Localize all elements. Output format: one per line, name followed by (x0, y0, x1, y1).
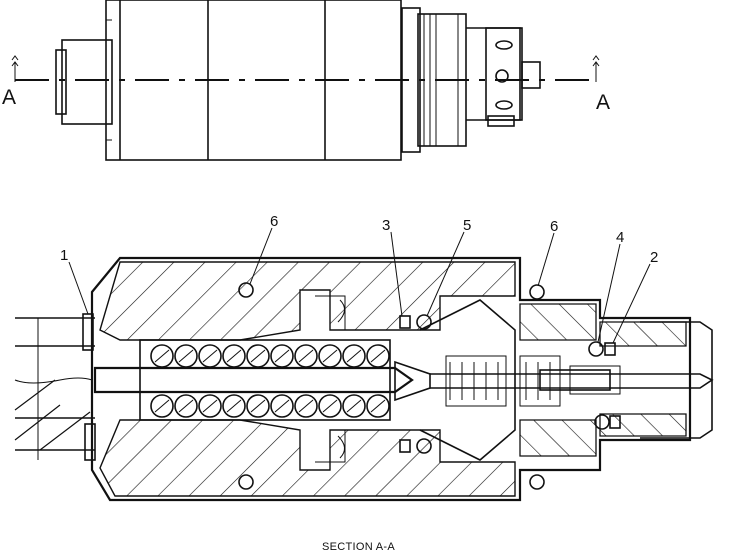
poppet (419, 299, 516, 461)
external-view (11, 0, 600, 161)
callout-3: 3 (382, 217, 390, 234)
stem (93, 366, 414, 394)
housing-outline (90, 256, 692, 502)
callout-5: 5 (463, 217, 471, 234)
left-boss (61, 39, 113, 125)
main-spring (150, 344, 390, 418)
small-spring (445, 355, 561, 407)
o-rings (238, 282, 610, 490)
section-mark-left: A (2, 86, 16, 109)
callout-1: 1 (60, 247, 68, 264)
callout-4: 4 (616, 229, 624, 246)
section-mark-right: A (596, 91, 610, 114)
callout-6-left: 6 (270, 213, 278, 230)
section-caption: SECTION A-A (322, 541, 395, 553)
callout-leaders (68, 227, 651, 344)
callout-6-right: 6 (550, 218, 558, 235)
section-view (14, 256, 714, 502)
callout-2: 2 (650, 249, 658, 266)
